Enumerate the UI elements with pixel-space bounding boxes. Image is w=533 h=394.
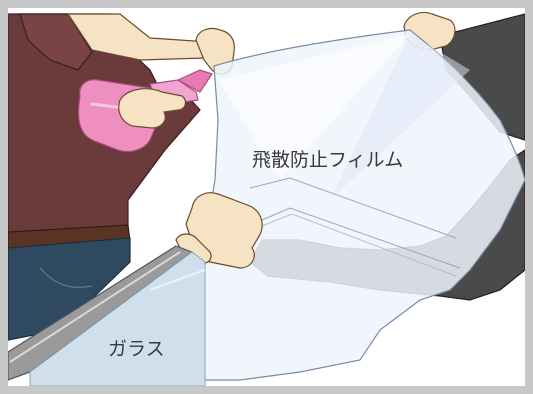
film-fold-line-1 [249, 177, 457, 239]
film-label: 飛散防止フィルム [252, 149, 403, 171]
jeans-pocket-seam [39, 267, 93, 288]
film-highlight [218, 34, 410, 180]
glass-label: ガラス [108, 338, 165, 360]
film-fold-line-2 [261, 207, 461, 269]
glass-reflection [149, 269, 206, 291]
left-person-spray-hand [118, 88, 187, 129]
film-fold-line-3 [261, 213, 457, 277]
film-shadow [330, 34, 470, 200]
glass-frame-highlight [9, 251, 181, 363]
